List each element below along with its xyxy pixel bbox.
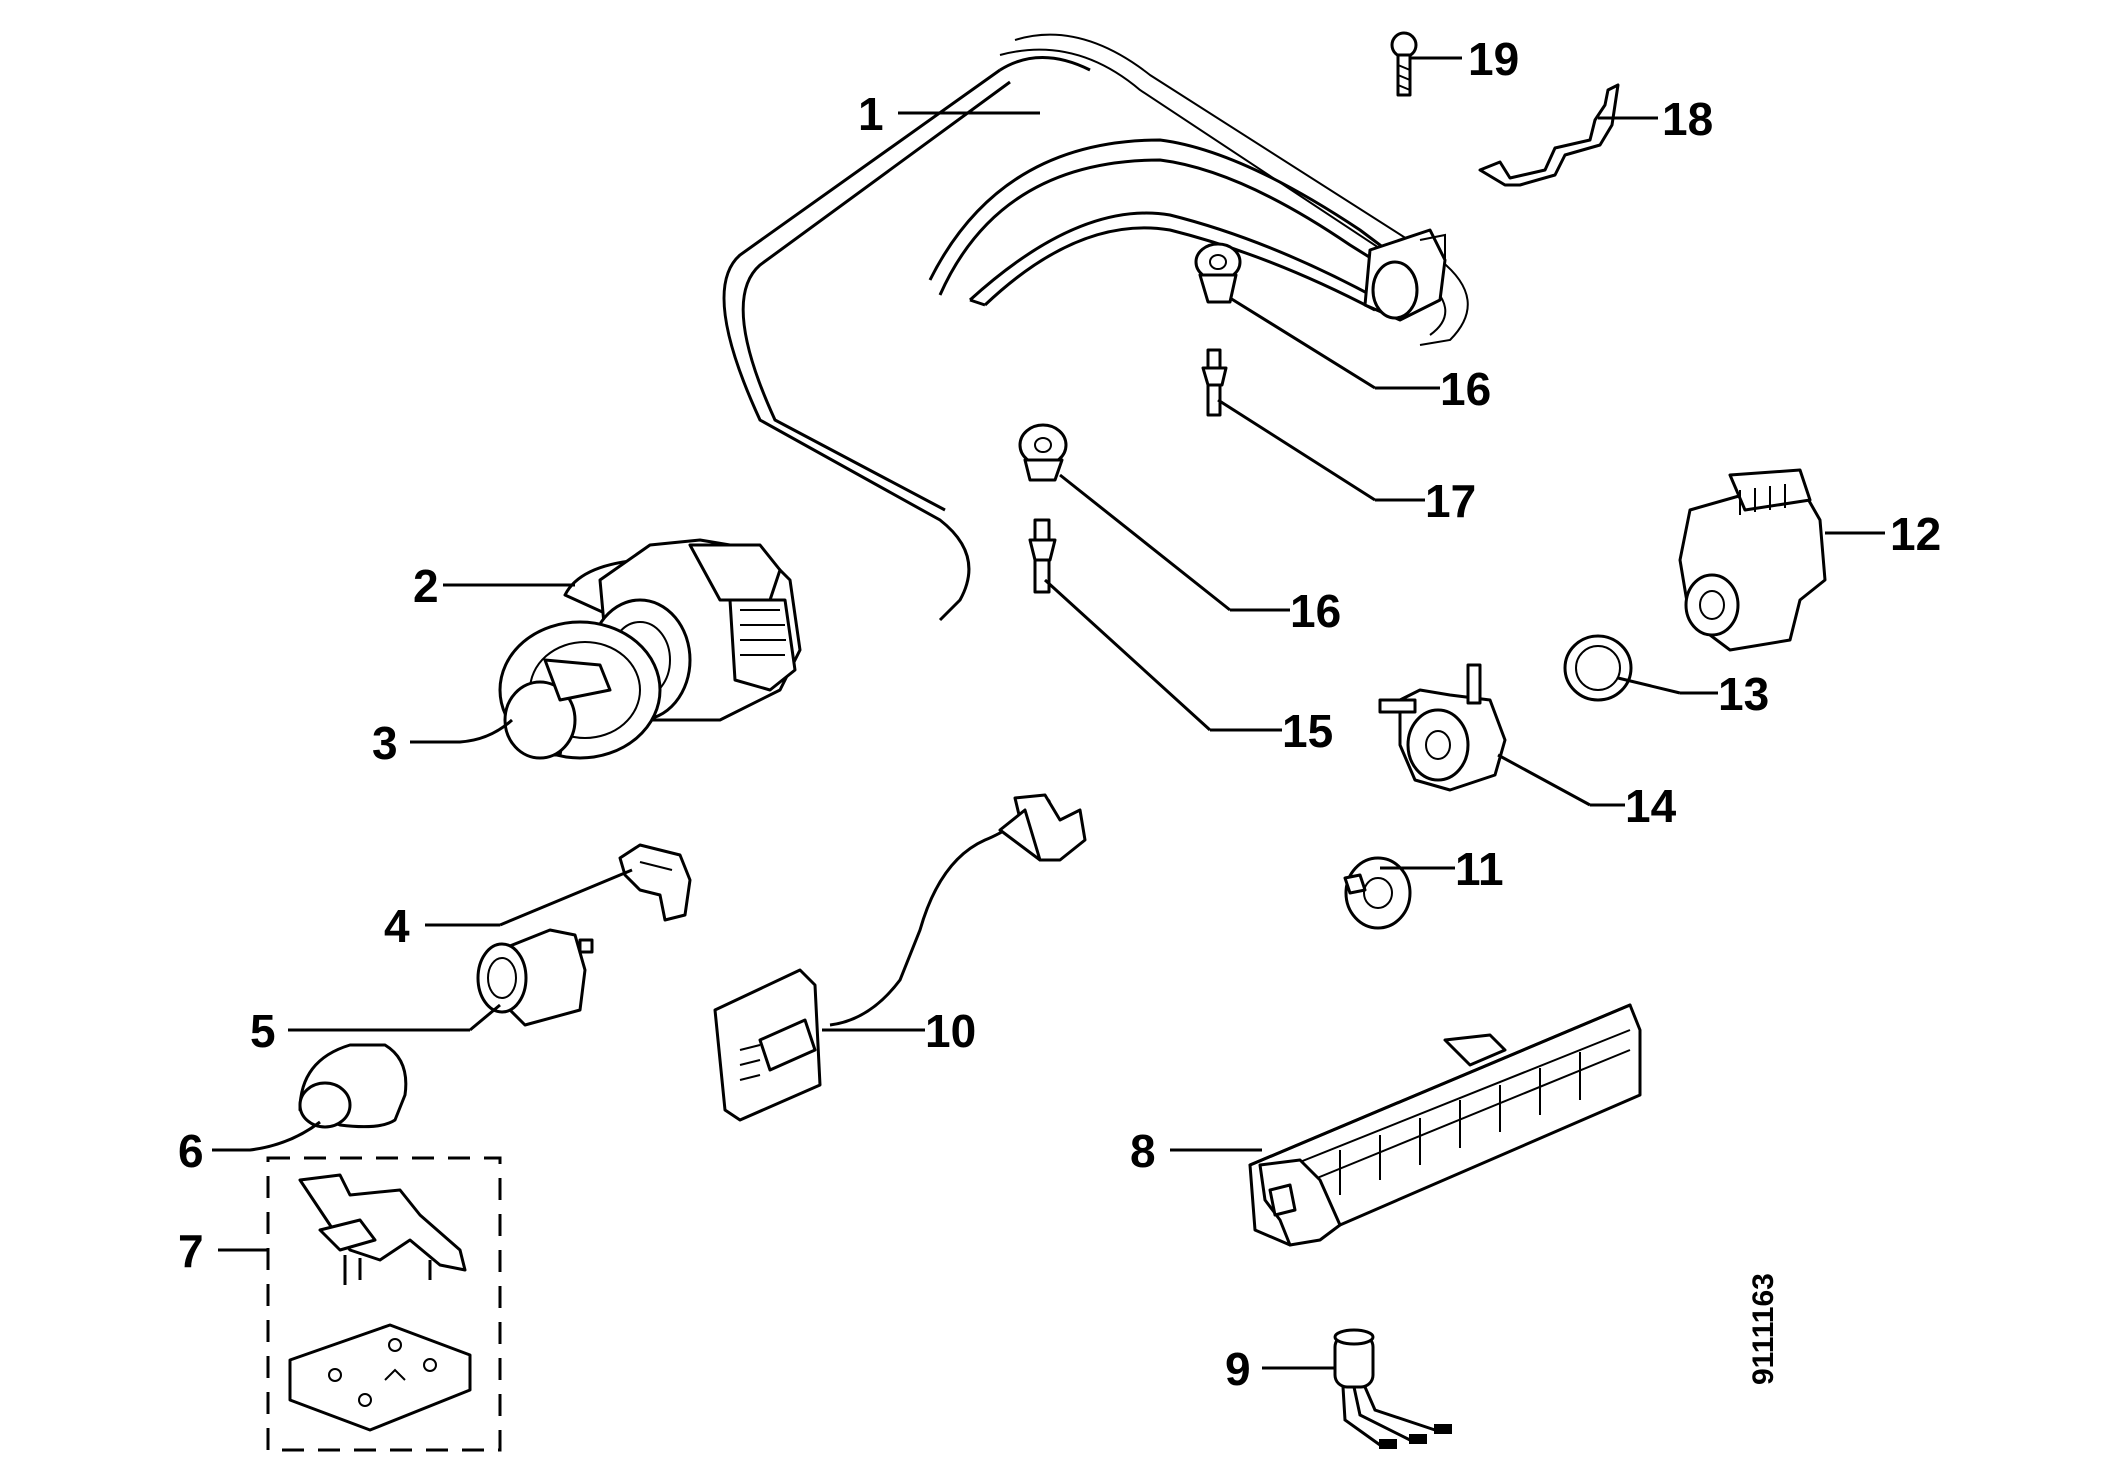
part-1-heating-element — [722, 33, 1469, 622]
leader-6 — [212, 1120, 321, 1152]
callout-7: 7 — [178, 1225, 204, 1277]
part-17-pin — [1201, 348, 1228, 417]
part-13-seal-ring — [1563, 634, 1633, 702]
part-5-motor — [476, 928, 594, 1027]
leader-16b-1 — [1229, 296, 1376, 390]
part-16-grommet-lower — [1018, 423, 1068, 482]
part-16-grommet-upper — [1194, 242, 1242, 304]
leader-5b — [469, 1003, 501, 1032]
callout-13: 13 — [1718, 668, 1769, 720]
callout-17: 17 — [1425, 475, 1476, 527]
leader-14a — [1497, 753, 1591, 807]
part-3-pump-cover — [498, 620, 662, 760]
callout-18: 18 — [1662, 93, 1713, 145]
part-9-capacitor — [1333, 1328, 1452, 1449]
part-7-relay-kit — [266, 1156, 502, 1452]
part-15-pin — [1028, 518, 1057, 594]
callout-10: 10 — [925, 1005, 976, 1057]
callout-14: 14 — [1625, 780, 1677, 832]
part-18-bracket — [1478, 83, 1620, 187]
callout-19: 19 — [1468, 33, 1519, 85]
leader-17a — [1217, 398, 1376, 502]
leader-4b — [499, 868, 633, 927]
leader-15a — [1043, 578, 1212, 732]
part-8-control-board — [1248, 1003, 1642, 1247]
part-4-clip — [618, 843, 692, 922]
reference-code: 9111163 — [1747, 1273, 1780, 1385]
callout-2: 2 — [413, 560, 439, 612]
callout-4: 4 — [384, 900, 410, 952]
callout-8: 8 — [1130, 1125, 1156, 1177]
callout-3: 3 — [372, 717, 398, 769]
leader-16a-1 — [1059, 473, 1231, 612]
callout-6: 6 — [178, 1125, 204, 1177]
callout-16-upper: 16 — [1440, 363, 1491, 415]
leader-3 — [410, 718, 514, 744]
part-6-cap — [298, 1043, 408, 1129]
part-12-timer — [1678, 468, 1827, 652]
callout-11: 11 — [1455, 843, 1504, 895]
part-11-thermostat — [1343, 856, 1412, 930]
callout-1: 1 — [858, 88, 884, 140]
part-14-pressure-switch — [1378, 663, 1507, 792]
callout-12: 12 — [1890, 508, 1941, 560]
callout-9: 9 — [1225, 1343, 1251, 1395]
callout-5: 5 — [250, 1005, 276, 1057]
part-10-power-cord — [713, 793, 1087, 1122]
callout-15: 15 — [1282, 705, 1333, 757]
callout-16-lower: 16 — [1290, 585, 1341, 637]
leader-13a — [1617, 676, 1681, 695]
part-19-screw — [1390, 31, 1418, 97]
